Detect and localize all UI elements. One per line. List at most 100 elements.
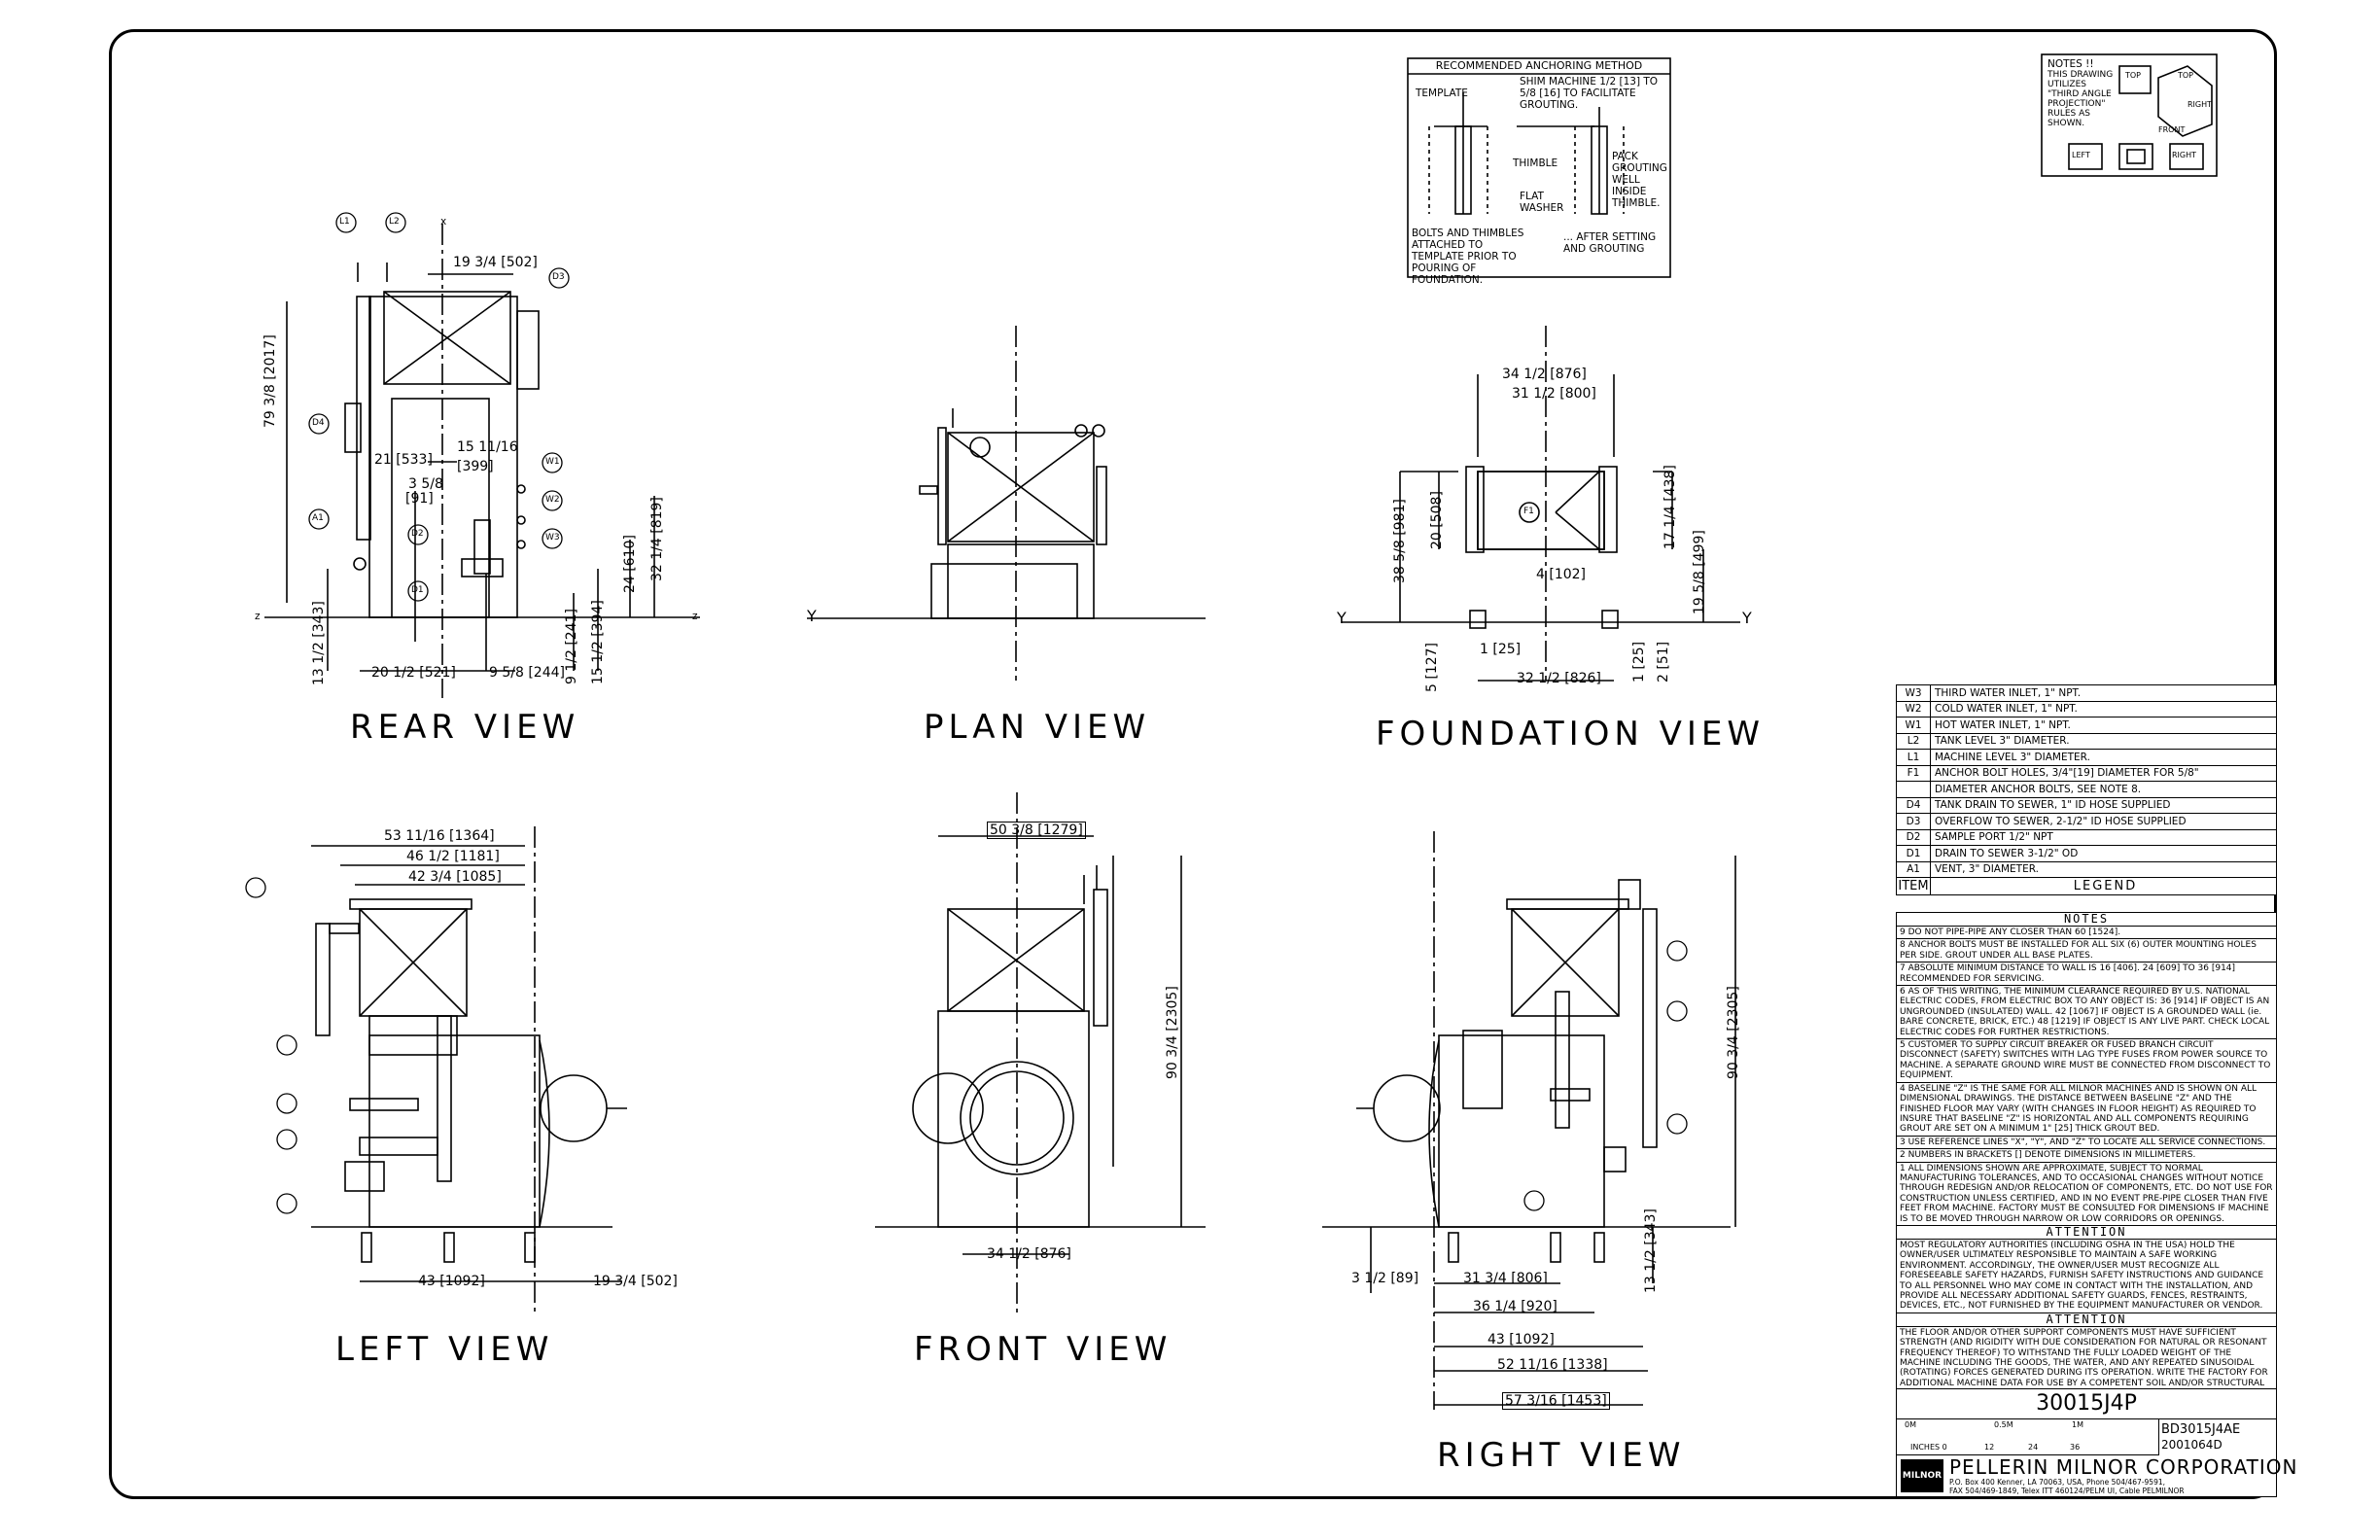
left-view-drawing: [311, 826, 627, 1312]
projection-sketch: [2041, 53, 2218, 177]
projection-front-label: FRONT: [2158, 125, 2186, 134]
left-view-title: LEFT VIEW: [335, 1330, 554, 1369]
notes-table: NOTES 9 DO NOT PIPE-PIPE ANY CLOSER THAN…: [1896, 912, 2277, 1401]
date-code: 2001064D: [2161, 1438, 2222, 1452]
axis-z-rear-right: z: [692, 611, 698, 622]
rear-view-drawing: [264, 224, 700, 698]
legend-desc: DRAIN TO SEWER 3-1/2" OD: [1935, 847, 2079, 859]
legend-row: D4 TANK DRAIN TO SEWER, 1" ID HOSE SUPPLI…: [1897, 797, 2276, 814]
bubble-l2: L2: [389, 217, 400, 227]
dim-rear-11: 20 1/2 [521]: [371, 665, 456, 681]
plan-view-title: PLAN VIEW: [924, 708, 1151, 747]
axis-y-foundation-right: Y: [1742, 609, 1752, 627]
dim-right-2: 13 1/2 [343]: [1643, 1208, 1659, 1293]
dim-found-5: 17 1/4 [438]: [1662, 465, 1678, 549]
legend-row: L2 TANK LEVEL 3" DIAMETER.: [1897, 733, 2276, 750]
bubble-d1: D1: [411, 585, 424, 595]
projection-notes-box: NOTES !! THIS DRAWING UTILIZES "THIRD AN…: [2042, 54, 2217, 176]
dim-right-6: 43 [1092]: [1488, 1332, 1555, 1348]
front-view-title: FRONT VIEW: [914, 1330, 1172, 1369]
legend-header: LEGEND: [2073, 879, 2138, 893]
dim-found-11: 1 [25]: [1631, 641, 1647, 682]
dim-rear-9: 32 1/4 [819]: [649, 497, 665, 581]
dim-left-4: 43 [1092]: [418, 1274, 485, 1289]
anchoring-title: RECOMMENDED ANCHORING METHOD: [1435, 59, 1643, 72]
company-address-2: FAX 504/469-1849, Telex ITT 460124/PELM …: [1949, 1487, 2185, 1495]
milnor-logo: MILNOR: [1901, 1459, 1943, 1492]
attention-text: MOST REGULATORY AUTHORITIES (INCLUDING O…: [1897, 1240, 2276, 1313]
anchoring-thimble-label: THIMBLE: [1513, 158, 1558, 169]
bubble-w2: W2: [545, 495, 560, 505]
dim-front-3: 34 1/2 [876]: [987, 1246, 1071, 1262]
legend-code: L1: [1897, 750, 1931, 765]
drawing-number: BD3015J4AE: [2161, 1422, 2241, 1437]
projection-top2-label: TOP: [2178, 71, 2194, 80]
front-view-drawing: [875, 792, 1206, 1312]
legend-code: L2: [1897, 733, 1931, 749]
bubble-d4: D4: [312, 418, 325, 428]
dim-found-6: 4 [102]: [1536, 567, 1587, 582]
axis-x-rear: x: [440, 216, 447, 228]
note-item: 6 AS OF THIS WRITING, THE MINIMUM CLEARA…: [1897, 986, 2276, 1040]
dim-found-10: 32 1/2 [826]: [1517, 671, 1601, 686]
legend-code: [1897, 782, 1931, 797]
legend-desc: TANK LEVEL 3" DIAMETER.: [1935, 735, 2070, 748]
dim-right-1: 90 3/4 [2305]: [1726, 986, 1741, 1079]
dim-rear-6: 3 5/8: [408, 476, 443, 492]
legend-desc: THIRD WATER INLET, 1" NPT.: [1935, 686, 2082, 699]
dim-rear-5: [399]: [457, 459, 494, 474]
legend-row: D1 DRAIN TO SEWER 3-1/2" OD: [1897, 846, 2276, 862]
anchoring-template-label: TEMPLATE: [1416, 88, 1468, 99]
scale-1m: 1M: [2072, 1420, 2083, 1429]
dim-rear-8: 24 [610]: [622, 535, 638, 593]
bubble-f1: F1: [1523, 507, 1534, 516]
projection-top-label: TOP: [2125, 71, 2142, 80]
projection-notes-title: NOTES !!: [2048, 58, 2094, 70]
legend-desc: DIAMETER ANCHOR BOLTS, SEE NOTE 8.: [1935, 783, 2142, 795]
dim-found-12: 2 [51]: [1656, 641, 1671, 682]
axis-y-foundation: Y: [1337, 609, 1347, 627]
dim-right-4: 31 3/4 [806]: [1463, 1271, 1548, 1286]
dim-left-1: 53 11/16 [1364]: [384, 828, 495, 844]
legend-desc: HOT WATER INLET, 1" NPT.: [1935, 718, 2071, 731]
anchoring-bolts-label: BOLTS AND THIMBLES ATTACHED TO TEMPLATE …: [1412, 228, 1524, 286]
dim-left-2: 46 1/2 [1181]: [406, 849, 500, 864]
legend-desc: TANK DRAIN TO SEWER, 1" ID HOSE SUPPLIED: [1935, 799, 2171, 812]
legend-desc: MACHINE LEVEL 3" DIAMETER.: [1935, 751, 2090, 763]
anchoring-pack-label: PACK GROUTING WELL INSIDE THIMBLE.: [1612, 151, 1667, 209]
anchoring-after-label: ... AFTER SETTING AND GROUTING: [1563, 231, 1657, 255]
dim-rear-10: 13 1/2 [343]: [311, 601, 327, 685]
dim-found-7: 19 5/8 [499]: [1692, 530, 1707, 614]
right-view-drawing: [1322, 831, 1736, 1410]
notes-title: NOTES: [1897, 913, 2276, 927]
company-address-1: P.O. Box 400 Kenner, LA 70063, USA, Phon…: [1949, 1478, 2165, 1487]
scale-36: 36: [2070, 1443, 2081, 1452]
projection-left-label: LEFT: [2072, 151, 2090, 159]
legend-code: D4: [1897, 797, 1931, 813]
anchoring-washer-label: FLAT WASHER: [1520, 191, 1564, 214]
legend-code: D1: [1897, 846, 1931, 861]
dim-front-2: 90 3/4 [2305]: [1165, 986, 1180, 1079]
dim-found-1: 34 1/2 [876]: [1502, 367, 1587, 382]
note-item: 8 ANCHOR BOLTS MUST BE INSTALLED FOR ALL…: [1897, 939, 2276, 963]
legend-code: D2: [1897, 829, 1931, 845]
dim-rear-1: 19 3/4 [502]: [453, 255, 538, 270]
legend-row: DIAMETER ANCHOR BOLTS, SEE NOTE 8.: [1897, 782, 2276, 798]
right-view-title: RIGHT VIEW: [1437, 1436, 1686, 1475]
dim-found-4: 38 5/8 [981]: [1392, 499, 1408, 583]
bubble-l1: L1: [339, 217, 350, 227]
dim-rear-7: [91]: [405, 491, 434, 507]
axis-z-rear-left: z: [255, 611, 261, 622]
dim-right-8: 57 3/16 [1453]: [1502, 1392, 1610, 1410]
note-item: 5 CUSTOMER TO SUPPLY CIRCUIT BREAKER OR …: [1897, 1039, 2276, 1083]
dim-left-3: 42 3/4 [1085]: [408, 869, 502, 885]
company-name: PELLERIN MILNOR CORPORATION: [1949, 1455, 2298, 1479]
